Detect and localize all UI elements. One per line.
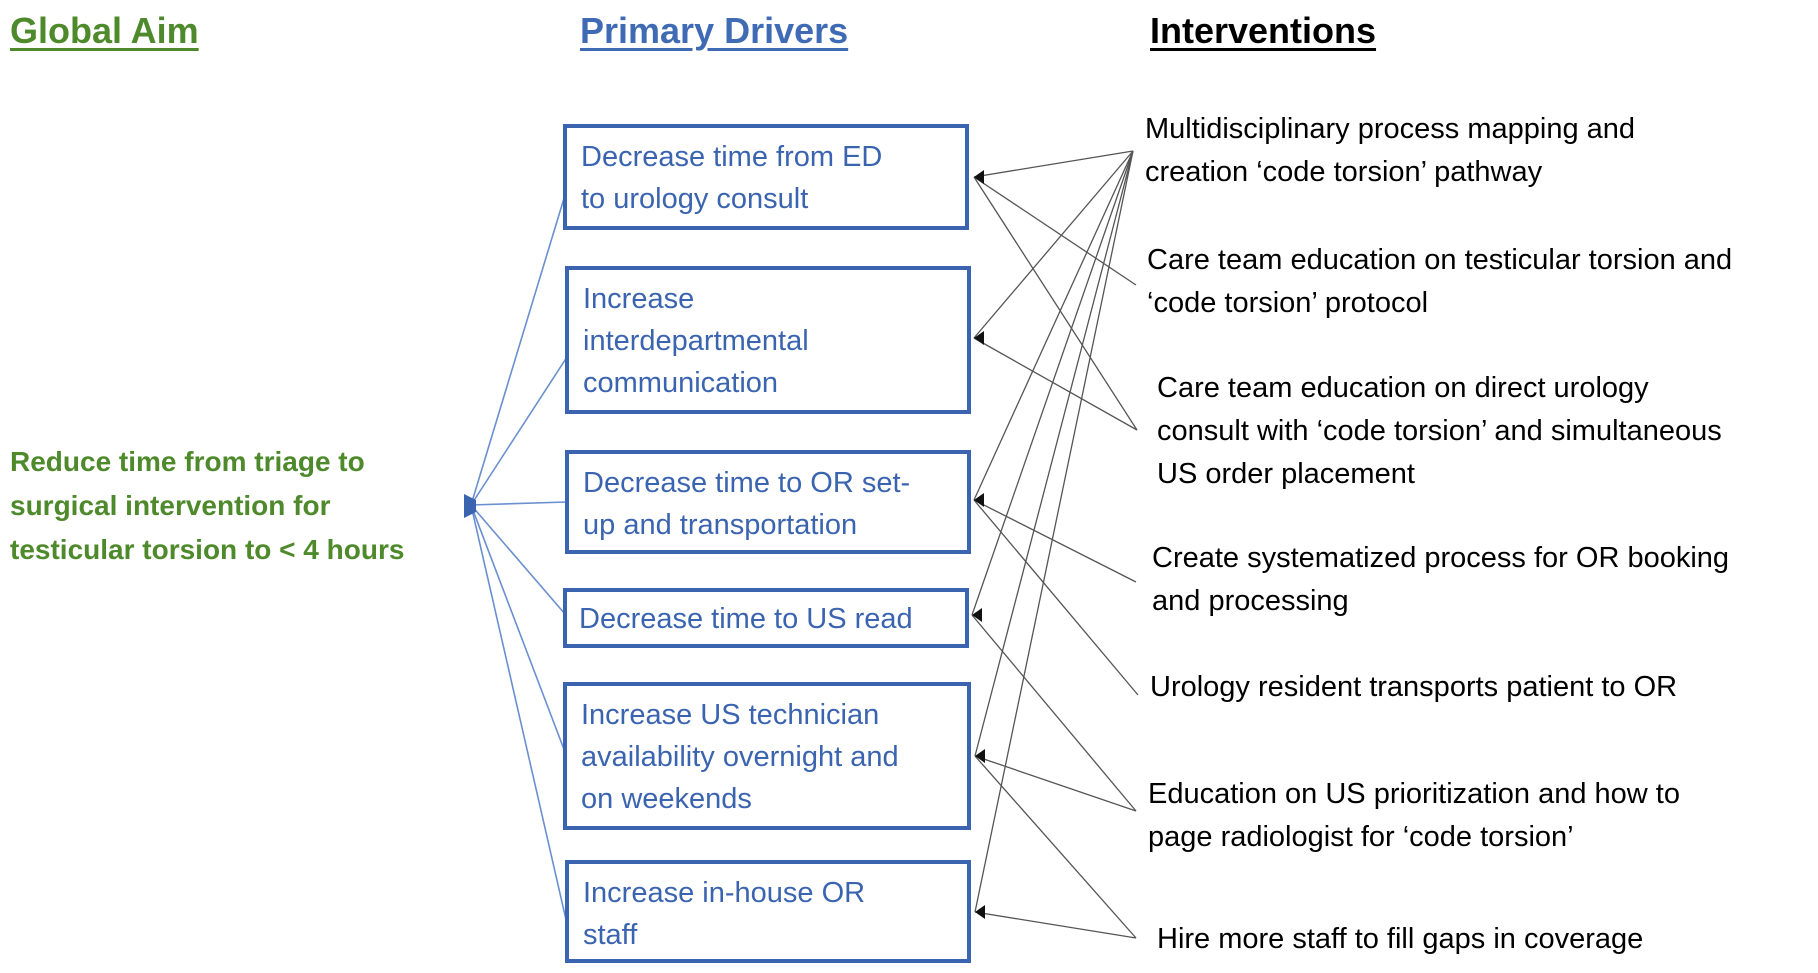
driver-arrowhead xyxy=(974,331,984,345)
driver-arrowhead xyxy=(975,749,985,763)
driver-box-us-read: Decrease time to US read xyxy=(563,588,969,648)
driver-line: availability overnight and xyxy=(581,741,899,773)
driver-box-or-staff: Increase in-house OR staff xyxy=(565,860,971,963)
header-global-aim: Global Aim xyxy=(10,10,199,51)
driver-line: Increase xyxy=(583,283,695,315)
global-aim-line: Reduce time from triage to xyxy=(10,446,365,477)
intervention-line: Care team education on direct urology xyxy=(1157,372,1649,404)
intervention-connector-line xyxy=(973,337,1138,431)
aim-hub-arrowhead xyxy=(464,494,476,518)
intervention-connector-line xyxy=(973,150,1134,339)
aim-connector-line xyxy=(470,504,566,753)
intervention-line: Hire more staff to fill gaps in coverage xyxy=(1157,923,1644,955)
driver-arrowhead xyxy=(974,493,984,507)
global-aim-line: testicular torsion to < 4 hours xyxy=(10,534,405,565)
driver-line: communication xyxy=(583,367,779,399)
driver-line: to urology consult xyxy=(581,183,809,215)
intervention-line: ‘code torsion’ protocol xyxy=(1147,287,1429,319)
driver-arrowhead xyxy=(974,170,984,184)
driver-line: Decrease time to US read xyxy=(579,603,913,635)
intervention-line: Education on US prioritization and how t… xyxy=(1148,778,1680,810)
intervention-connector-line xyxy=(974,150,1134,757)
driver-box-communication: Increase interdepartmental communication xyxy=(565,266,971,414)
aim-connector-line xyxy=(470,504,566,615)
driver-line: interdepartmental xyxy=(583,325,809,357)
intervention-or-booking-process: Create systematized process for OR booki… xyxy=(1152,537,1729,623)
driver-line: Decrease time from ED xyxy=(581,141,883,173)
intervention-connector-line xyxy=(973,176,1137,286)
intervention-process-mapping: Multidisciplinary process mapping and cr… xyxy=(1145,108,1635,194)
intervention-line: US order placement xyxy=(1157,458,1415,490)
intervention-connector-line xyxy=(974,755,1137,939)
driver-box-ed-to-consult: Decrease time from ED to urology consult xyxy=(563,124,969,230)
global-aim-line: surgical intervention for xyxy=(10,490,331,521)
aim-connector-line xyxy=(470,504,568,925)
intervention-connector-line xyxy=(973,176,1138,431)
intervention-direct-consult-education: Care team education on direct urology co… xyxy=(1157,367,1722,496)
intervention-line: and processing xyxy=(1152,585,1349,617)
global-aim-text: Reduce time from triage to surgical inte… xyxy=(10,440,460,572)
driver-line: Increase US technician xyxy=(581,699,880,731)
driver-box-us-technician: Increase US technician availability over… xyxy=(563,682,971,830)
intervention-line: Care team education on testicular torsio… xyxy=(1147,244,1733,276)
header-interventions: Interventions xyxy=(1150,10,1377,51)
intervention-line: consult with ‘code torsion’ and simultan… xyxy=(1157,415,1722,447)
header-primary-drivers: Primary Drivers xyxy=(580,10,849,51)
intervention-line: Multidisciplinary process mapping and xyxy=(1145,113,1636,145)
driver-arrowhead xyxy=(975,905,985,919)
driver-arrowhead xyxy=(972,608,982,622)
aim-connector-line xyxy=(470,356,568,506)
intervention-connector-line xyxy=(974,911,1137,939)
intervention-line: Urology resident transports patient to O… xyxy=(1150,671,1678,703)
intervention-us-prioritization: Education on US prioritization and how t… xyxy=(1148,773,1680,859)
intervention-line: Create systematized process for OR booki… xyxy=(1152,542,1730,574)
intervention-connector-line xyxy=(971,614,1137,812)
driver-line: Increase in-house OR xyxy=(583,877,866,909)
driver-line: on weekends xyxy=(581,783,752,815)
driver-box-or-setup: Decrease time to OR set- up and transpor… xyxy=(565,450,971,554)
intervention-connector-line xyxy=(973,150,1134,178)
intervention-connector-line xyxy=(974,755,1137,812)
intervention-torsion-education: Care team education on testicular torsio… xyxy=(1147,239,1732,325)
intervention-resident-transport: Urology resident transports patient to O… xyxy=(1150,666,1677,709)
intervention-hire-staff: Hire more staff to fill gaps in coverage xyxy=(1157,918,1643,961)
intervention-line: page radiologist for ‘code torsion’ xyxy=(1148,821,1574,853)
intervention-connector-line xyxy=(973,499,1137,583)
aim-connector-line xyxy=(470,501,568,506)
driver-line: staff xyxy=(583,919,638,951)
intervention-connector-line xyxy=(973,150,1134,501)
driver-line: up and transportation xyxy=(583,509,858,541)
intervention-connector-line xyxy=(974,150,1134,913)
intervention-connector-line xyxy=(973,499,1139,696)
intervention-line: creation ‘code torsion’ pathway xyxy=(1145,156,1543,188)
aim-connector-line xyxy=(470,194,566,506)
driver-line: Decrease time to OR set- xyxy=(583,467,911,499)
